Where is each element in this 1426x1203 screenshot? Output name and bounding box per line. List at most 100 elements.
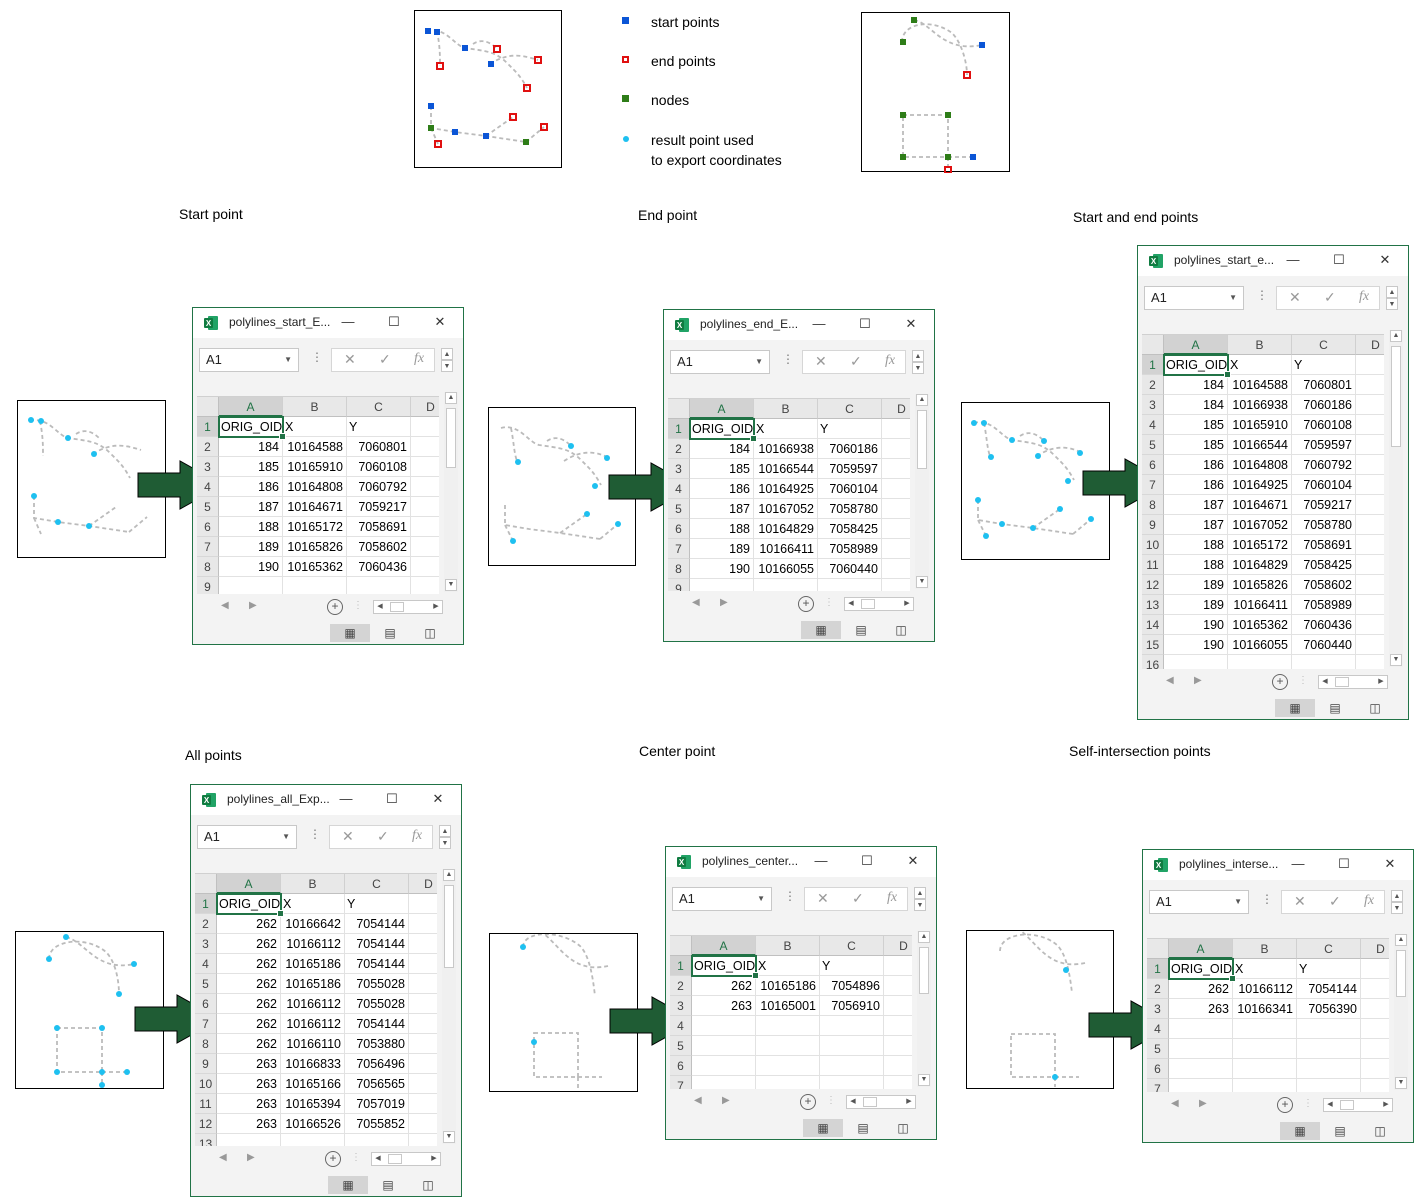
table-cell[interactable] [409, 894, 437, 914]
row-header[interactable]: 16 [1142, 655, 1164, 669]
table-cell[interactable]: ORIG_OID [692, 956, 756, 976]
sheet-prev-icon[interactable]: ◀ [221, 600, 229, 611]
more-icon[interactable]: ⋮ [1256, 288, 1268, 302]
column-header[interactable]: C [818, 399, 882, 419]
row-header[interactable]: 13 [1142, 595, 1164, 615]
table-cell[interactable]: 10165001 [756, 996, 820, 1016]
close-icon[interactable]: ✕ [1384, 856, 1396, 871]
row-header[interactable]: 6 [1147, 1059, 1169, 1079]
table-cell[interactable] [884, 1036, 912, 1056]
table-cell[interactable] [882, 499, 910, 519]
name-box[interactable]: A1▼ [1149, 890, 1249, 914]
cancel-icon[interactable]: ✕ [815, 353, 827, 369]
more-icon[interactable]: ⋮ [782, 352, 794, 366]
table-cell[interactable]: 7060801 [347, 437, 411, 457]
table-cell[interactable]: 189 [219, 537, 283, 557]
row-header[interactable]: 2 [1147, 979, 1169, 999]
scroll-right-icon[interactable]: ▶ [431, 1155, 437, 1162]
row-header[interactable]: 1 [195, 894, 217, 914]
sheet-prev-icon[interactable]: ◀ [692, 597, 700, 608]
table-cell[interactable]: 7060108 [1292, 415, 1356, 435]
table-cell[interactable] [409, 954, 437, 974]
table-cell[interactable] [283, 577, 347, 594]
scroll-down-icon[interactable]: ▼ [443, 1131, 455, 1143]
row-header[interactable]: 5 [668, 499, 690, 519]
scroll-thumb[interactable] [1391, 346, 1401, 447]
table-cell[interactable]: 10165910 [283, 457, 347, 477]
scroll-thumb[interactable] [861, 599, 875, 609]
table-cell[interactable]: 7058691 [347, 517, 411, 537]
page-break-icon[interactable]: ◫ [895, 623, 907, 637]
vertical-scrollbar[interactable]: ▲▼ [442, 869, 456, 1144]
table-cell[interactable] [882, 519, 910, 539]
sheet-next-icon[interactable]: ▶ [247, 1152, 255, 1163]
table-cell[interactable]: 189 [1164, 575, 1228, 595]
select-all-corner[interactable] [1147, 939, 1169, 959]
table-cell[interactable]: 263 [217, 1114, 281, 1134]
table-cell[interactable]: 262 [692, 976, 756, 996]
table-cell[interactable]: 263 [1169, 999, 1233, 1019]
page-layout-icon[interactable]: ▤ [382, 1178, 394, 1192]
table-cell[interactable] [884, 1056, 912, 1076]
cancel-icon[interactable]: ✕ [1289, 289, 1301, 305]
scroll-thumb[interactable] [917, 410, 927, 469]
table-cell[interactable]: 10165910 [1228, 415, 1292, 435]
table-cell[interactable] [345, 1134, 409, 1146]
row-header[interactable]: 5 [195, 974, 217, 994]
more-icon[interactable]: ⋮ [311, 350, 323, 364]
row-header[interactable]: 4 [670, 1016, 692, 1036]
maximize-icon[interactable]: ☐ [859, 316, 871, 331]
table-cell[interactable] [1356, 575, 1384, 595]
scroll-thumb[interactable] [388, 1154, 402, 1164]
row-header[interactable]: 4 [197, 477, 219, 497]
column-header[interactable]: B [283, 397, 347, 417]
table-cell[interactable]: 10166411 [1228, 595, 1292, 615]
table-cell[interactable] [409, 1054, 437, 1074]
table-cell[interactable]: X [281, 894, 345, 914]
confirm-icon[interactable]: ✓ [852, 890, 864, 906]
normal-view-icon[interactable]: ▦ [801, 621, 841, 639]
page-break-icon[interactable]: ◫ [1374, 1124, 1386, 1138]
scroll-thumb[interactable] [863, 1097, 877, 1107]
function-icon[interactable]: fx [412, 828, 423, 843]
table-cell[interactable]: 188 [219, 517, 283, 537]
table-cell[interactable]: 7054144 [345, 914, 409, 934]
row-header[interactable]: 3 [1142, 395, 1164, 415]
table-cell[interactable] [1361, 1079, 1389, 1092]
table-cell[interactable] [818, 579, 882, 591]
chevron-up-icon[interactable]: ▲ [441, 348, 453, 360]
close-icon[interactable]: ✕ [905, 316, 917, 331]
row-header[interactable]: 7 [197, 537, 219, 557]
scroll-up-icon[interactable]: ▲ [445, 392, 457, 404]
table-cell[interactable]: 263 [217, 1094, 281, 1114]
table-cell[interactable] [1297, 1019, 1361, 1039]
vertical-scrollbar[interactable]: ▲▼ [917, 931, 931, 1087]
table-cell[interactable]: 263 [217, 1054, 281, 1074]
row-header[interactable]: 4 [668, 479, 690, 499]
table-cell[interactable]: 7056565 [345, 1074, 409, 1094]
function-icon[interactable]: fx [887, 890, 898, 905]
table-cell[interactable]: 7055852 [345, 1114, 409, 1134]
function-icon[interactable]: fx [414, 351, 425, 366]
table-cell[interactable]: 262 [217, 1034, 281, 1054]
table-cell[interactable] [1356, 495, 1384, 515]
row-header[interactable]: 6 [670, 1056, 692, 1076]
row-header[interactable]: 6 [668, 519, 690, 539]
table-cell[interactable] [1297, 1059, 1361, 1079]
table-cell[interactable]: 10165172 [283, 517, 347, 537]
table-cell[interactable] [1356, 615, 1384, 635]
table-cell[interactable]: 7055028 [345, 994, 409, 1014]
row-header[interactable]: 2 [1142, 375, 1164, 395]
scroll-down-icon[interactable]: ▼ [445, 579, 457, 591]
table-cell[interactable] [1356, 355, 1384, 375]
table-cell[interactable]: 10165172 [1228, 535, 1292, 555]
row-header[interactable]: 10 [1142, 535, 1164, 555]
table-cell[interactable]: 7054144 [345, 954, 409, 974]
cancel-icon[interactable]: ✕ [344, 351, 356, 367]
table-cell[interactable]: 263 [692, 996, 756, 1016]
